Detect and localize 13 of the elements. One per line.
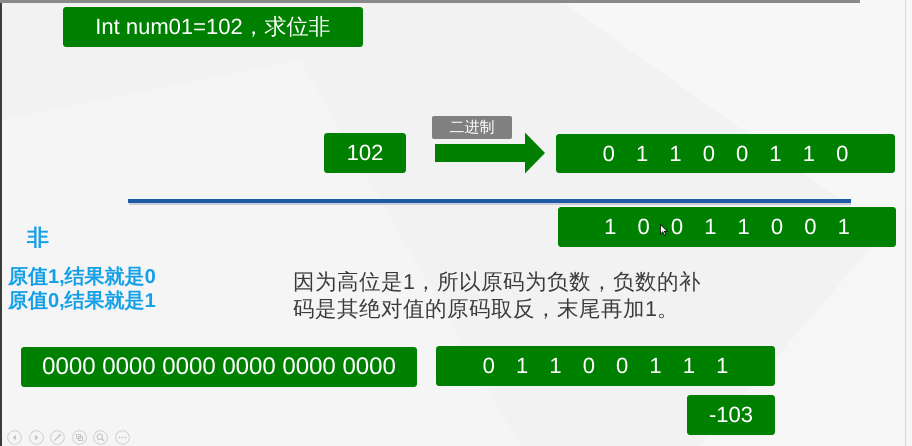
number-box: 102: [324, 133, 406, 173]
section-heading: 非: [27, 225, 49, 251]
binary-box: 0 1 1 0 0 1 1 1: [436, 346, 775, 386]
rule-text: 原值1,结果就是0: [8, 265, 156, 289]
explanation-text: 因为高位是1，所以原码为负数，负数的补码是其绝对值的原码取反，末尾再加1。: [293, 269, 702, 323]
binary-box: 0 1 1 0 0 1 1 0: [556, 134, 895, 173]
number-box: -103: [687, 395, 775, 435]
edge-label: 二进制: [432, 116, 512, 139]
block-arrow: [435, 132, 545, 174]
binary-box: 1 0 0 1 1 0 0 1: [558, 207, 896, 247]
title-banner: Int num01=102，求位非: [63, 7, 363, 47]
rule-text: 原值0,结果就是1: [8, 289, 156, 313]
binary-box: 0000 0000 0000 0000 0000 0000: [21, 347, 417, 387]
